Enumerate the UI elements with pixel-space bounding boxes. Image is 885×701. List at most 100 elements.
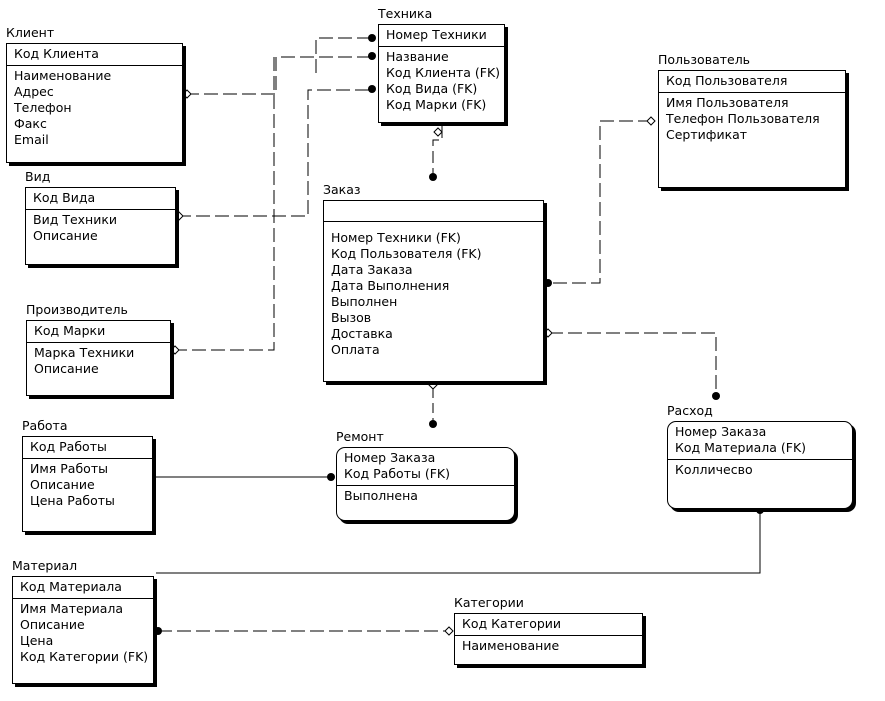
- key-section: Код Марки: [27, 321, 170, 343]
- attribute: Выполнен: [331, 294, 398, 309]
- dot-marker: [368, 85, 376, 93]
- attribute: Дата Заказа: [331, 262, 413, 277]
- entity-kategorii[interactable]: Код Категории Наименование: [454, 613, 643, 665]
- attribute: Описание: [34, 361, 99, 376]
- attribute: Цена Работы: [30, 493, 115, 508]
- dot-marker: [429, 173, 437, 181]
- entity-title-polzovatel: Пользователь: [658, 52, 751, 67]
- key-attribute: Код Материала (FK): [675, 440, 807, 455]
- key-section: Номер Техники: [379, 25, 504, 47]
- key-section: Код Клиента: [7, 44, 182, 66]
- attr-section: Колличесво: [668, 460, 852, 481]
- key-attribute: Код Материала: [20, 579, 122, 594]
- entity-title-zakaz: Заказ: [323, 182, 361, 197]
- diamond-marker: [428, 380, 438, 390]
- dot-marker: [154, 627, 162, 635]
- attribute: Код Категории (FK): [20, 649, 149, 664]
- attribute: Описание: [20, 617, 85, 632]
- entity-title-material: Материал: [12, 558, 78, 573]
- attribute: Телефон Пользователя: [666, 111, 820, 126]
- dot-marker: [544, 279, 552, 287]
- attribute: Марка Техники: [34, 345, 135, 360]
- attribute: Email: [14, 132, 49, 147]
- key-attribute: Код Пользователя: [666, 73, 788, 88]
- dot-marker: [712, 392, 720, 400]
- entity-zakaz[interactable]: Номер Техники (FK)Код Пользователя (FK)Д…: [323, 200, 544, 382]
- key-section: [324, 201, 543, 222]
- entity-title-kategorii: Категории: [454, 595, 524, 610]
- key-section: Код Материала: [13, 577, 153, 599]
- attribute: Вызов: [331, 310, 372, 325]
- attribute: Выполнена: [344, 488, 418, 503]
- attr-section: Номер Техники (FK)Код Пользователя (FK)Д…: [324, 222, 543, 361]
- attribute: Оплата: [331, 342, 380, 357]
- diamond-marker: [433, 127, 443, 137]
- attribute: Адрес: [14, 84, 54, 99]
- rel-polzovatel-zakaz: [549, 120, 652, 284]
- entity-title-tehnika: Техника: [378, 6, 433, 21]
- attr-section: Наименование: [455, 636, 642, 657]
- entity-title-klient: Клиент: [6, 25, 55, 40]
- attribute: Код Пользователя (FK): [331, 246, 482, 261]
- key-attribute: Код Марки: [34, 323, 106, 338]
- diamond-marker: [170, 345, 180, 355]
- key-attribute: Номер Заказа: [344, 450, 436, 465]
- key-section: Код Работы: [23, 437, 152, 459]
- diamond-marker: [543, 328, 553, 338]
- attr-section: Выполнена: [337, 486, 514, 507]
- attribute: Факс: [14, 116, 47, 131]
- rel-zakaz-rashod: [549, 332, 717, 397]
- entity-title-remont: Ремонт: [336, 429, 384, 444]
- entity-title-vid: Вид: [25, 169, 51, 184]
- attribute: Название: [386, 49, 449, 64]
- dot-marker: [368, 34, 376, 42]
- attribute: Имя Материала: [20, 601, 124, 616]
- attribute: Описание: [33, 228, 98, 243]
- attribute: Номер Техники (FK): [331, 230, 461, 245]
- attribute: Наименование: [462, 638, 560, 653]
- key-attribute: Код Работы: [30, 439, 107, 454]
- key-attribute: Номер Заказа: [675, 424, 767, 439]
- attribute: Код Марки (FK): [386, 97, 487, 112]
- key-attribute: Код Клиента: [14, 46, 99, 61]
- attribute: Код Вида (FK): [386, 81, 478, 96]
- attribute: Вид Техники: [33, 212, 118, 227]
- key-section: Код Вида: [26, 188, 175, 210]
- dot-marker: [368, 52, 376, 60]
- rel-klient-tehnika: [185, 56, 372, 95]
- rel-vid-tehnika: [177, 89, 372, 217]
- attribute: Сертификат: [666, 127, 748, 142]
- attribute: Код Клиента (FK): [386, 65, 501, 80]
- attribute: Описание: [30, 477, 95, 492]
- entity-title-rabota: Работа: [22, 418, 68, 433]
- rel-material-rashod: [156, 510, 761, 574]
- key-section: Код Категории: [455, 614, 642, 636]
- attribute: Наименование: [14, 68, 112, 83]
- dot-marker: [327, 473, 335, 481]
- attribute: Имя Работы: [30, 461, 108, 476]
- attribute: Дата Выполнения: [331, 278, 450, 293]
- rel-tehnika-top: [315, 37, 372, 73]
- dot-marker: [429, 420, 437, 428]
- diamond-marker: [174, 211, 184, 221]
- rel-tehnika-zakaz: [432, 126, 443, 177]
- diamond-marker: [182, 89, 192, 99]
- attribute: Колличесво: [675, 462, 753, 477]
- attribute: Имя Пользователя: [666, 95, 789, 110]
